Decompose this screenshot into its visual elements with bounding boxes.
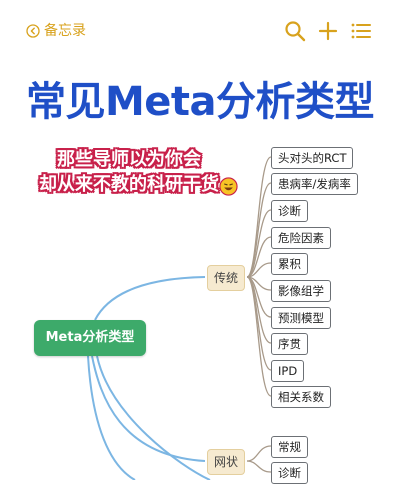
mindmap-root-node: Meta分析类型 xyxy=(34,320,146,356)
note-image: 那些导师以为你会 却从来不教的科研干货 Meta分析类型 传统 网状 头对头的R… xyxy=(0,136,400,484)
leaf-node: 序贯 xyxy=(271,333,308,355)
leaf-node: 头对头的RCT xyxy=(271,147,354,169)
mindmap-connectors xyxy=(87,156,272,480)
tagline-line-2: 却从来不教的科研干货 xyxy=(39,174,219,195)
add-button[interactable] xyxy=(316,19,340,43)
leaf-node: 相关系数 xyxy=(271,386,331,408)
leaf-node: 危险因素 xyxy=(271,227,331,249)
leaf-node: 患病率/发病率 xyxy=(271,173,358,195)
leaf-node: 预测模型 xyxy=(271,307,331,329)
leaf-node: 影像组学 xyxy=(271,280,331,302)
leaf-node: 诊断 xyxy=(271,200,308,222)
list-icon xyxy=(351,23,371,39)
leaf-node: IPD xyxy=(271,360,305,382)
plus-icon xyxy=(318,21,338,41)
top-navigation-bar: 备忘录 xyxy=(0,0,400,62)
leaf-node: 累积 xyxy=(271,253,308,275)
list-view-button[interactable] xyxy=(349,19,373,43)
branch-node-traditional: 传统 xyxy=(207,265,246,291)
back-label: 备忘录 xyxy=(44,23,86,39)
leaf-node: 诊断 xyxy=(271,462,308,484)
tagline-line-1: 那些导师以为你会 xyxy=(57,149,201,170)
search-button[interactable] xyxy=(283,19,307,43)
branch-node-network: 网状 xyxy=(207,449,246,475)
note-headline: 常见Meta分析类型 xyxy=(25,79,375,125)
search-icon xyxy=(285,21,306,42)
grinning-face-icon xyxy=(219,177,238,196)
back-button[interactable]: 备忘录 xyxy=(26,20,86,42)
leaf-node: 常规 xyxy=(271,436,308,458)
back-chevron-icon xyxy=(26,24,40,38)
